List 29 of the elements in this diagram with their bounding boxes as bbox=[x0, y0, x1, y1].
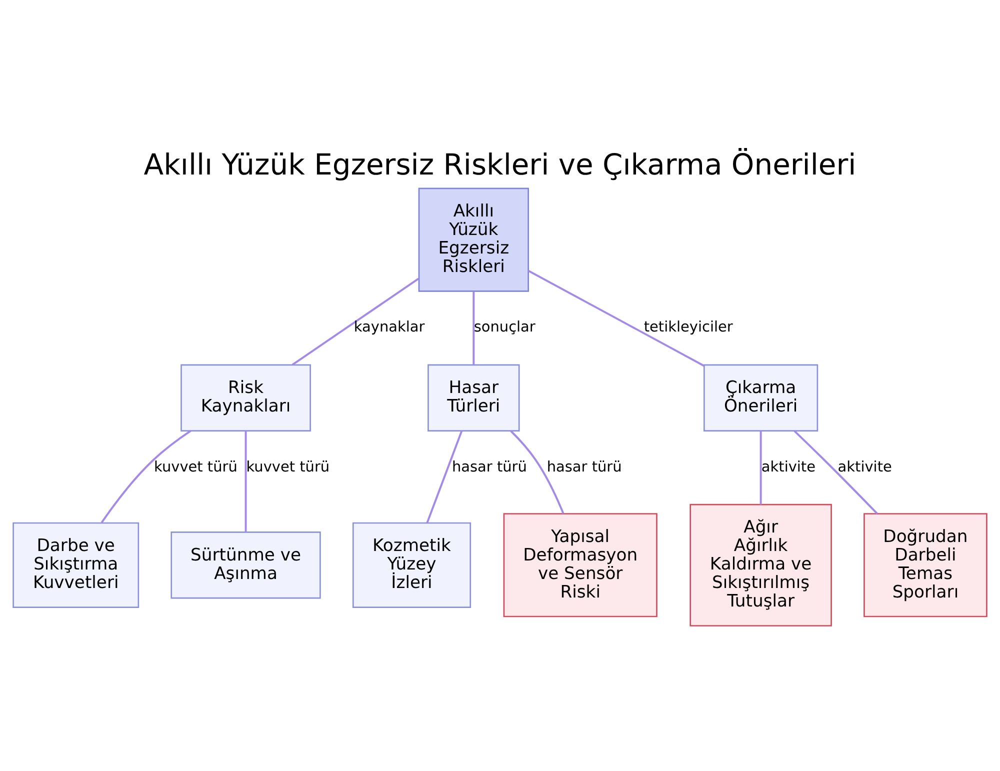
edge-label: aktivite bbox=[761, 458, 816, 475]
edge-label: kuvvet türü bbox=[246, 458, 330, 475]
connector bbox=[528, 269, 704, 366]
connector bbox=[760, 430, 762, 504]
edge-label: hasar türü bbox=[452, 458, 527, 475]
connector bbox=[472, 291, 475, 364]
node-box: Kozmetik Yüzey İzleri bbox=[352, 522, 472, 608]
node-box: Doğrudan Darbeli Temas Sporları bbox=[864, 512, 988, 617]
node-box: Sürtünme ve Aşınma bbox=[170, 531, 321, 598]
connector bbox=[426, 430, 463, 523]
node-box: Darbe ve Sıkıştırma Kuvvetleri bbox=[12, 522, 140, 608]
edge-label: sonuçlar bbox=[474, 319, 536, 336]
connector bbox=[100, 430, 192, 523]
edge-label: kaynaklar bbox=[354, 319, 425, 336]
edge-label: aktivite bbox=[838, 458, 892, 475]
diagram-title: Akıllı Yüzük Egzersiz Riskleri ve Çıkarma Önerileri bbox=[144, 147, 856, 182]
connector bbox=[794, 430, 878, 514]
connector bbox=[292, 277, 420, 366]
node-box: Ağır Ağırlık Kaldırma ve Sıkıştırılmış Tutuşlar bbox=[690, 503, 832, 626]
edge-label: tetikleyiciler bbox=[644, 319, 733, 336]
node-box: Akıllı Yüzük Egzersiz Riskleri bbox=[418, 187, 529, 292]
node-box: Çıkarma Önerileri bbox=[704, 364, 818, 431]
node-box: Yapısal Deformasyon ve Sensör Riski bbox=[503, 512, 658, 617]
edge-label: hasar türü bbox=[546, 458, 622, 475]
connector bbox=[244, 430, 247, 532]
connector bbox=[510, 430, 564, 514]
node-box: Risk Kaynakları bbox=[180, 364, 311, 431]
edge-label: kuvvet türü bbox=[154, 458, 238, 475]
node-box: Hasar Türleri bbox=[428, 364, 520, 431]
